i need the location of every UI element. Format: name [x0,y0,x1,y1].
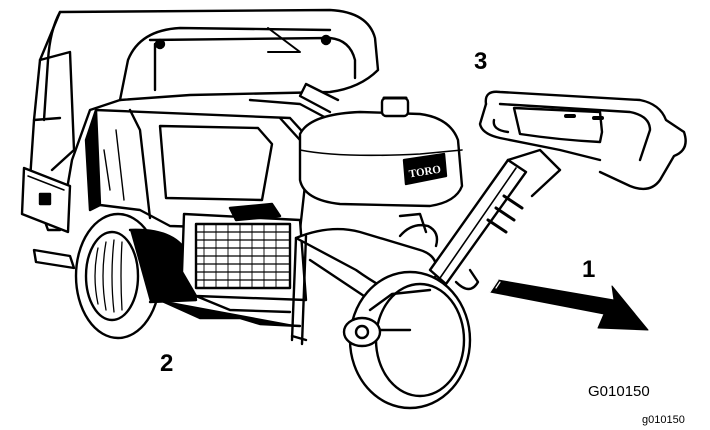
direction-arrow [489,279,649,331]
rear-hood [28,8,380,232]
engine-block [158,202,308,328]
left-wheel [74,212,198,340]
brand-plate-text: TORO [408,163,442,180]
figure-id-small: g010150 [642,414,685,426]
side-panel [20,166,76,270]
callout-2: 2 [160,350,174,377]
figure-id-label: G010150 [588,383,650,400]
chassis-frame [84,98,332,232]
fuel-tank [298,82,464,208]
callout-1: 1 [582,256,596,283]
callout-3: 3 [474,48,488,75]
brand-plate [402,152,448,186]
front-wheel [342,270,472,410]
steering-handle [428,90,687,291]
